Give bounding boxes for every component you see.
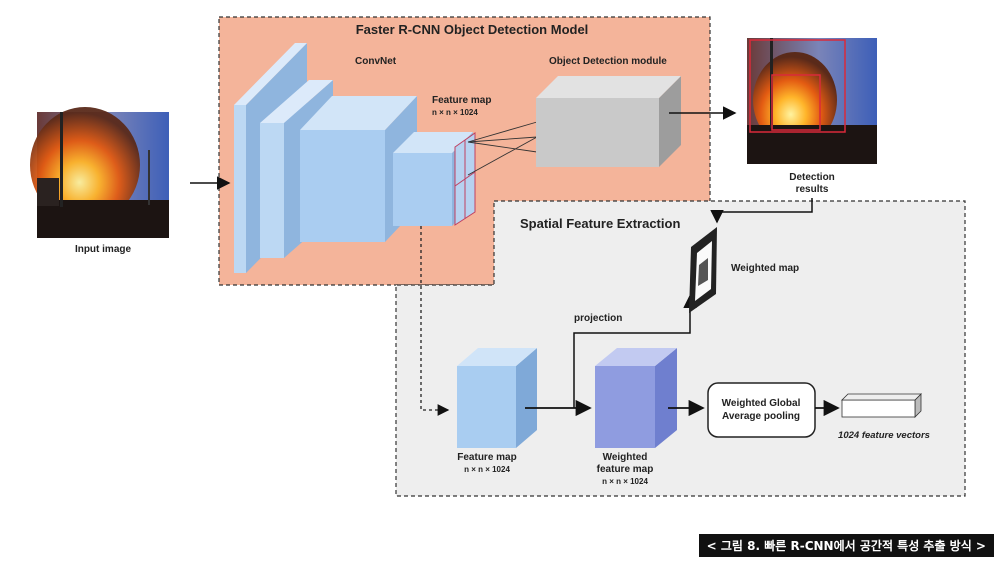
feature-map-top-title: Feature map bbox=[432, 95, 491, 106]
input-image bbox=[30, 107, 169, 238]
frcnn-title: Faster R-CNN Object Detection Model bbox=[356, 22, 589, 37]
arrow-featuremap-dotted bbox=[420, 226, 450, 416]
detection-results-image bbox=[747, 38, 877, 164]
wgap-box bbox=[707, 382, 816, 438]
projection-path bbox=[573, 294, 697, 408]
feature-vectors-bar bbox=[841, 393, 922, 418]
feature-map-bottom-title: Feature map bbox=[457, 452, 516, 463]
weighted-feature-map-dims: n × n × 1024 bbox=[602, 477, 648, 486]
object-detection-module bbox=[536, 76, 681, 167]
object-detection-label: Object Detection module bbox=[549, 56, 667, 67]
figure-caption: < 그림 8. 빠른 R-CNN에서 공간적 특성 추출 방식 > bbox=[698, 534, 994, 557]
input-image-label: Input image bbox=[75, 244, 132, 255]
spatial-title: Spatial Feature Extraction bbox=[520, 216, 680, 231]
arrow-results-to-weighted-map bbox=[710, 198, 813, 224]
weighted-map-label: Weighted map bbox=[731, 263, 799, 274]
feature-map-bottom bbox=[457, 348, 537, 448]
spatial-panel bbox=[395, 200, 966, 497]
detection-results-label-2: results bbox=[796, 184, 829, 195]
weighted-feature-map-title-1: Weighted bbox=[603, 452, 648, 463]
weighted-feature-map bbox=[595, 348, 677, 448]
feature-vectors-label: 1024 feature vectors bbox=[838, 430, 930, 441]
wgap-label-2: Average pooling bbox=[722, 411, 800, 422]
feature-map-top bbox=[454, 132, 476, 226]
feature-map-top-dims: n × n × 1024 bbox=[432, 108, 478, 117]
wgap-label-1: Weighted Global bbox=[722, 398, 801, 409]
convnet-label: ConvNet bbox=[355, 56, 397, 67]
feature-map-bottom-dims: n × n × 1024 bbox=[464, 465, 510, 474]
weighted-feature-map-title-2: feature map bbox=[597, 464, 654, 475]
projection-label: projection bbox=[574, 313, 622, 324]
detection-results-label-1: Detection bbox=[789, 172, 835, 183]
projection-lines bbox=[467, 121, 538, 176]
weighted-map bbox=[689, 227, 717, 313]
